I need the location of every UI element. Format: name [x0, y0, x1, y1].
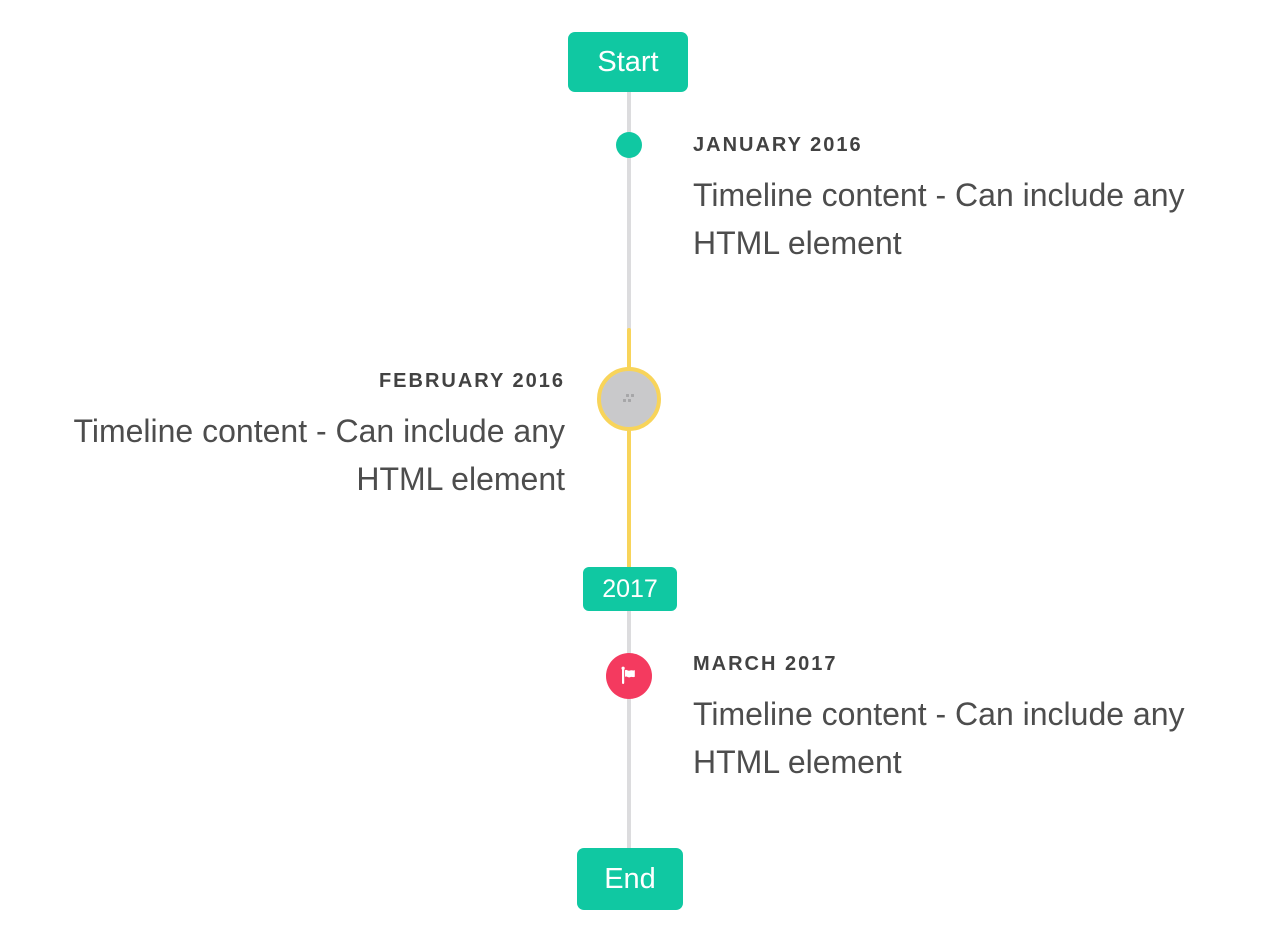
end-badge[interactable]: End [577, 848, 683, 910]
flag-icon [617, 664, 641, 688]
item-title: MARCH 2017 [693, 653, 838, 675]
item-title: FEBRUARY 2016 [378, 370, 565, 392]
marker-image-february[interactable] [597, 367, 661, 431]
item-content: Timeline content - Can include any HTML … [693, 696, 1185, 780]
marker-flag-march[interactable] [606, 653, 652, 699]
timeline-item-march: MARCH 2017 Timeline content - Can includ… [693, 652, 1213, 786]
year-badge[interactable]: 2017 [583, 567, 677, 611]
item-title: JANUARY 2016 [693, 134, 863, 156]
timeline-line-highlight-segment [627, 328, 631, 589]
start-badge[interactable]: Start [568, 32, 688, 92]
timeline-item-february: FEBRUARY 2016 Timeline content - Can inc… [45, 369, 565, 503]
marker-dot-january[interactable] [616, 132, 642, 158]
item-content: Timeline content - Can include any HTML … [693, 177, 1185, 261]
broken-image-icon [622, 393, 636, 405]
timeline-item-january: JANUARY 2016 Timeline content - Can incl… [693, 133, 1213, 267]
item-content: Timeline content - Can include any HTML … [73, 413, 565, 497]
